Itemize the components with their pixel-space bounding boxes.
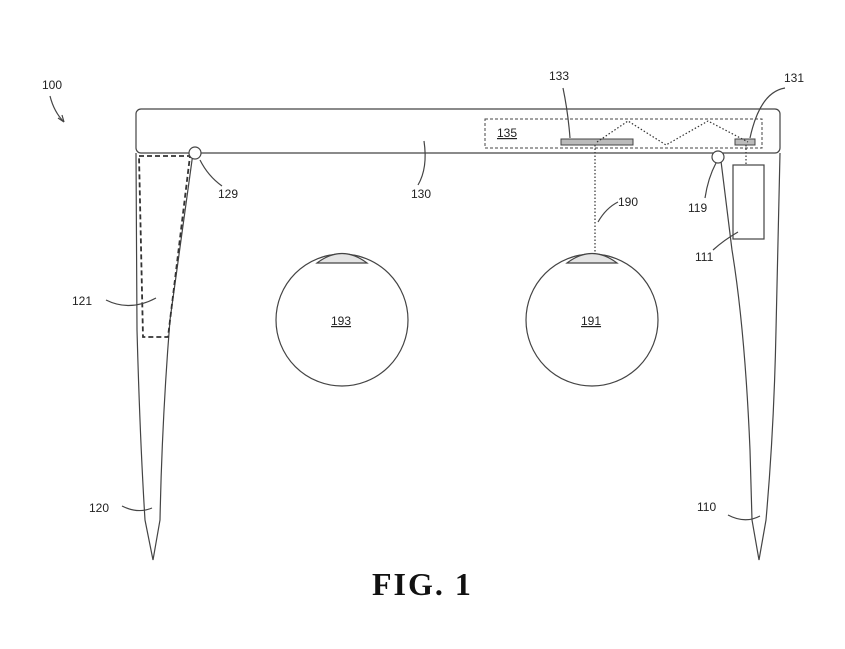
label-121: 121 xyxy=(72,294,92,308)
light-path xyxy=(596,120,749,146)
arrowhead-100 xyxy=(57,114,65,123)
label-190: 190 xyxy=(618,195,638,209)
cornea-191 xyxy=(565,252,619,264)
label-193: 193 xyxy=(331,314,351,328)
leader-129 xyxy=(199,159,223,187)
left-temple xyxy=(135,152,194,561)
leader-120 xyxy=(121,505,153,512)
leader-133 xyxy=(562,87,571,139)
leader-190 xyxy=(597,201,619,223)
figure-caption: FIG. 1 xyxy=(372,566,473,602)
label-111: 111 xyxy=(695,250,714,264)
leader-111 xyxy=(712,231,739,251)
right-temple xyxy=(719,152,781,561)
module-135-box xyxy=(484,118,763,149)
component-121 xyxy=(138,155,192,338)
label-119: 119 xyxy=(688,201,707,215)
label-129: 129 xyxy=(218,187,238,201)
cornea-193 xyxy=(315,252,369,264)
component-111 xyxy=(732,164,765,240)
leader-110 xyxy=(727,514,761,521)
hinge-119 xyxy=(711,150,725,164)
leader-121 xyxy=(105,297,157,307)
label-131: 131 xyxy=(784,71,804,85)
hinge-129 xyxy=(188,146,202,160)
label-135: 135 xyxy=(497,126,517,140)
label-100: 100 xyxy=(42,78,62,92)
component-131 xyxy=(734,138,756,146)
label-120: 120 xyxy=(89,501,109,515)
leader-130 xyxy=(417,140,426,186)
label-130: 130 xyxy=(411,187,431,201)
leader-119 xyxy=(704,162,717,199)
leader-131 xyxy=(749,87,786,139)
label-133: 133 xyxy=(549,69,569,83)
label-110: 110 xyxy=(697,500,716,514)
label-191: 191 xyxy=(581,314,601,328)
arrow-100 xyxy=(49,95,65,123)
front-frame xyxy=(135,108,781,154)
